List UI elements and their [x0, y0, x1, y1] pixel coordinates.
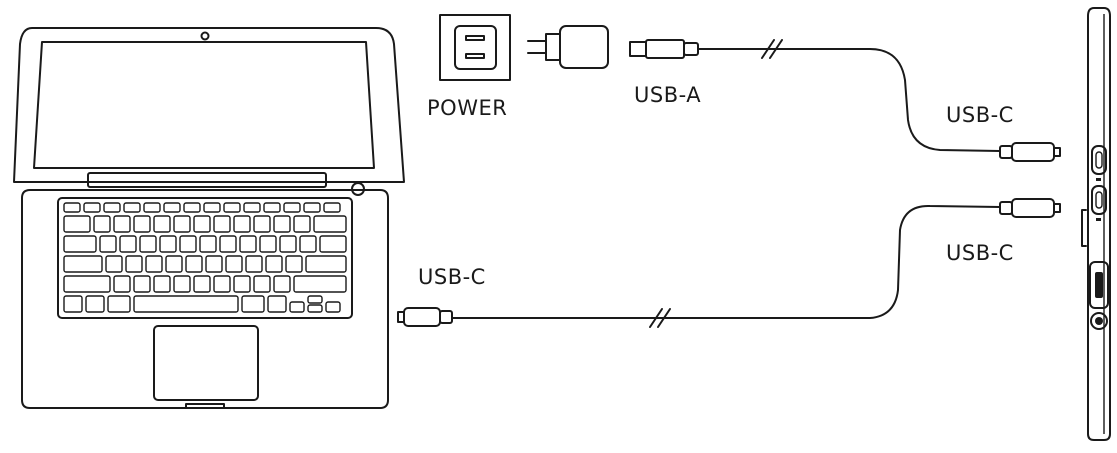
keyboard-key	[84, 203, 100, 212]
keyboard-key	[174, 216, 190, 232]
keyboard-key	[294, 276, 346, 292]
keyboard-key	[286, 256, 302, 272]
keyboard-key	[246, 256, 262, 272]
keyboard-key	[274, 216, 290, 232]
laptop-icon	[14, 28, 404, 408]
keyboard-key	[304, 203, 320, 212]
keyboard-key	[114, 216, 130, 232]
keyboard-key	[244, 203, 260, 212]
keyboard-key	[260, 236, 276, 252]
keyboard-key	[240, 236, 256, 252]
keyboard-key	[86, 296, 104, 312]
keyboard-key	[184, 203, 200, 212]
keyboard-key	[164, 203, 180, 212]
keyboard-key	[308, 305, 322, 312]
keyboard-key	[64, 216, 90, 232]
keyboard-key	[100, 236, 116, 252]
keyboard-key	[186, 256, 202, 272]
keyboard-key	[206, 256, 222, 272]
keyboard-key	[300, 236, 316, 252]
keyboard-key	[94, 216, 110, 232]
keyboard-key	[264, 203, 280, 212]
keyboard-key	[126, 256, 142, 272]
keyboard-key	[194, 276, 210, 292]
keyboard-key	[180, 236, 196, 252]
keyboard-key	[64, 296, 82, 312]
keyboard-key	[326, 302, 340, 312]
keyboard-key	[154, 276, 170, 292]
pen-display-side-icon	[1082, 8, 1110, 440]
usb-c-laptop-label: USB-C	[418, 265, 486, 289]
keyboard-key	[64, 236, 96, 252]
keyboard-key	[280, 236, 296, 252]
keyboard-key	[234, 276, 250, 292]
usb-c-device-top-label: USB-C	[946, 103, 1014, 127]
keyboard-key	[194, 216, 210, 232]
keyboard-key	[64, 203, 80, 212]
keyboard-key	[290, 302, 304, 312]
keyboard-key	[306, 256, 346, 272]
keyboard-key	[108, 296, 130, 312]
keyboard-keys	[64, 203, 346, 312]
keyboard-key	[134, 216, 150, 232]
keyboard-key	[214, 216, 230, 232]
keyboard-key	[64, 276, 110, 292]
keyboard-key	[160, 236, 176, 252]
keyboard-key	[220, 236, 236, 252]
usb-c-device-bottom-label: USB-C	[946, 241, 1014, 265]
keyboard-key	[284, 203, 300, 212]
keyboard-key	[274, 276, 290, 292]
keyboard-key	[106, 256, 122, 272]
keyboard-key	[174, 276, 190, 292]
keyboard-key	[320, 236, 346, 252]
keyboard-key	[134, 296, 238, 312]
keyboard-key	[234, 216, 250, 232]
keyboard-key	[114, 276, 130, 292]
power-outlet-icon	[440, 15, 510, 80]
keyboard-key	[214, 276, 230, 292]
keyboard-key	[204, 203, 220, 212]
usb-a-label: USB-A	[634, 83, 701, 107]
keyboard-key	[146, 256, 162, 272]
keyboard-key	[166, 256, 182, 272]
keyboard-key	[64, 256, 102, 272]
power-label: POWER	[427, 96, 507, 120]
keyboard-key	[140, 236, 156, 252]
keyboard-key	[254, 216, 270, 232]
keyboard-key	[120, 236, 136, 252]
keyboard-key	[200, 236, 216, 252]
keyboard-key	[104, 203, 120, 212]
keyboard-key	[294, 216, 310, 232]
keyboard-key	[144, 203, 160, 212]
keyboard-key	[124, 203, 140, 212]
keyboard-key	[308, 296, 322, 303]
keyboard-key	[226, 256, 242, 272]
keyboard-key	[266, 256, 282, 272]
keyboard-key	[154, 216, 170, 232]
keyboard-key	[314, 216, 346, 232]
keyboard-key	[224, 203, 240, 212]
power-adapter-icon	[528, 26, 608, 68]
keyboard-key	[254, 276, 270, 292]
keyboard-key	[268, 296, 286, 312]
keyboard-key	[324, 203, 340, 212]
keyboard-key	[242, 296, 264, 312]
keyboard-key	[134, 276, 150, 292]
